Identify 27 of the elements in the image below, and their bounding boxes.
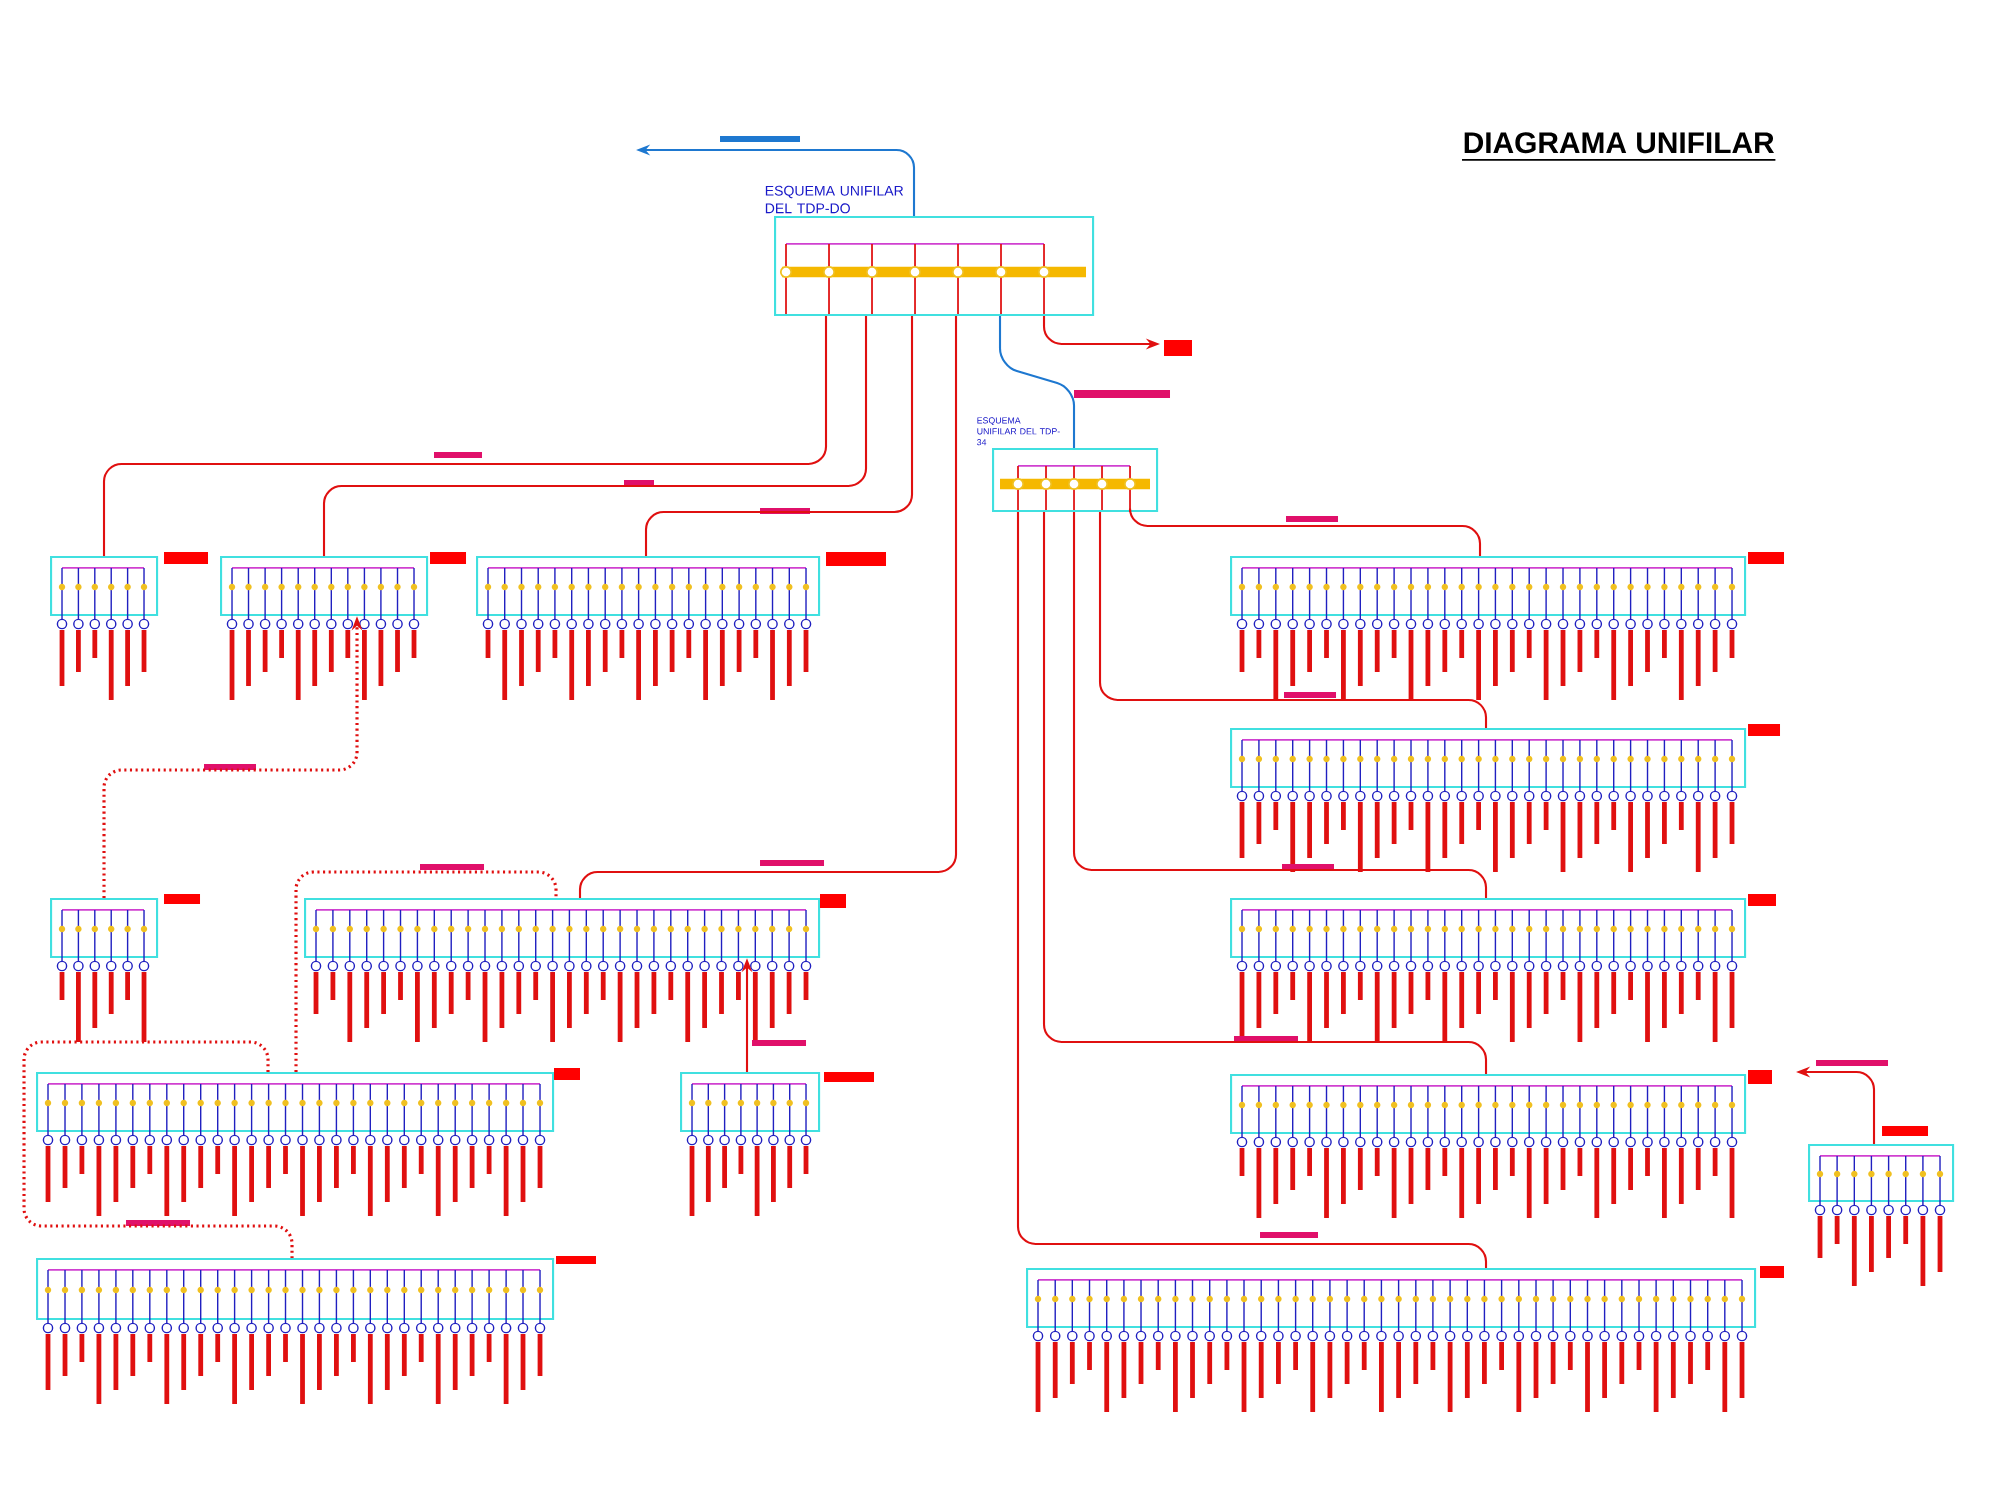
connector-line xyxy=(1128,507,1482,556)
title: DIAGRAMA UNIFILAR xyxy=(1461,132,1777,161)
panel-board-drawing xyxy=(50,898,159,1042)
panel-board-drawing xyxy=(1230,728,1747,872)
connector-line xyxy=(1072,512,1488,898)
connector-line xyxy=(1042,512,1488,1074)
panel-board-drawing xyxy=(1026,1267,1757,1412)
panel-board-drawing xyxy=(36,1258,555,1404)
panel-board-drawing xyxy=(50,556,159,700)
connector-line xyxy=(22,1040,294,1258)
connector-line xyxy=(998,316,1076,448)
connector-line xyxy=(1098,512,1488,728)
connector-line xyxy=(578,316,958,898)
connector-line xyxy=(102,316,828,556)
connector-line xyxy=(322,316,868,556)
connector-line xyxy=(294,870,558,1072)
panel-board-drawing xyxy=(220,556,429,700)
panel-board-drawing xyxy=(304,898,821,1042)
panel-board-drawing xyxy=(1808,1144,1955,1286)
panel-board-drawing xyxy=(476,556,821,700)
panel-board-drawing xyxy=(1230,1074,1747,1218)
panel-board-drawing xyxy=(36,1072,555,1216)
panel-board-drawing xyxy=(1230,556,1747,700)
connector-line xyxy=(1016,512,1488,1269)
panel-board-drawing xyxy=(680,1072,821,1216)
connector-line xyxy=(644,316,914,556)
panel-board-drawing xyxy=(1230,898,1747,1042)
